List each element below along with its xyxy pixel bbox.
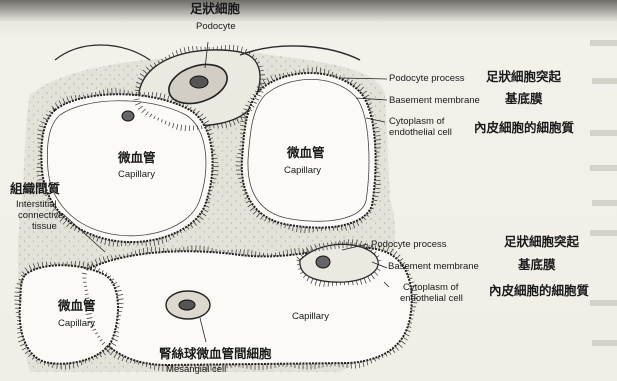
foot-process-hair [359,362,360,368]
label-capillary-left-en: Capillary [118,170,155,180]
foot-process-hair [397,255,401,259]
label-capillary-left-zh: 微血管 [118,152,156,165]
label-podocyte-process-top-en: Podocyte process [389,74,465,84]
foot-process-hair [405,334,410,336]
label-basement-membrane-top-en: Basement membrane [389,96,480,106]
label-interstitial-en-2: connective [18,211,63,221]
label-podocyte-zh: 足狀細胞 [190,3,240,16]
foot-process-hair [188,46,189,52]
foot-process-hair [176,50,178,55]
foot-process-hair [229,45,230,51]
label-mesangial-zh: 腎絲球微血管間細胞 [159,348,272,361]
foot-process-hair [184,47,185,53]
label-interstitial-zh: 組織間質 [10,183,60,196]
foot-process-hair [192,46,193,51]
podocyte-nucleus [190,76,208,88]
label-basement-membrane-bottom-zh: 基底膜 [518,259,556,272]
foot-process-hair [409,322,412,323]
foot-process-hair [17,328,21,329]
foot-process-hair [180,48,182,54]
label-cytoplasm-top-en-2: endothelial cell [389,128,452,138]
foot-process-hair [403,337,408,340]
foot-process-hair [172,52,174,56]
label-cytoplasm-bottom-zh: 內皮細胞的細胞質 [489,285,589,298]
page-bleed-text [590,40,617,346]
label-interstitial-en-3: tissue [32,222,57,232]
foot-process-hair [18,340,24,342]
label-mesangial-en: Mesangial cell [166,365,226,375]
label-interstitial-en-1: Interstitial [16,200,57,210]
label-cytoplasm-bottom-en-2: endothelial cell [400,294,463,304]
foot-process-hair [395,346,399,350]
label-cytoplasm-top-en-1: Cytoplasm of [389,117,444,127]
foot-process-hair [398,343,402,347]
foot-process-hair [241,47,242,52]
label-cytoplasm-bottom-en-1: Cytoplasm of [403,283,458,293]
endothelial-nucleus-left [122,111,134,121]
label-capillary-bl-en: Capillary [58,319,95,329]
label-basement-membrane-bottom-en: Basement membrane [388,262,479,272]
label-capillary-center-en: Capillary [284,166,321,176]
foot-process-hair [237,45,238,51]
label-capillary-center-zh: 微血管 [287,147,325,160]
label-podocyte-process-bottom-zh: 足狀細胞突起 [504,236,579,249]
capillary-bottom-left [20,265,118,363]
label-capillary-br-en: Capillary [292,312,329,322]
label-basement-membrane-top-zh: 基底膜 [505,93,543,106]
label-podocyte-en: Podocyte [196,22,236,32]
foot-process-hair [374,358,375,361]
label-capillary-bl-zh: 微血管 [58,300,96,313]
foot-process-hair [214,125,215,129]
label-cytoplasm-top-zh: 內皮細胞的細胞質 [474,122,574,135]
foot-process-hair [389,351,391,354]
foot-process-hair [409,278,413,279]
foot-process-hair [392,349,395,353]
label-podocyte-process-top-zh: 足狀細胞突起 [486,71,561,84]
foot-process-hair [375,140,381,141]
foot-process-hair [233,45,234,51]
foot-process-hair [400,340,405,344]
label-podocyte-process-bottom-en: Podocyte process [371,240,447,250]
